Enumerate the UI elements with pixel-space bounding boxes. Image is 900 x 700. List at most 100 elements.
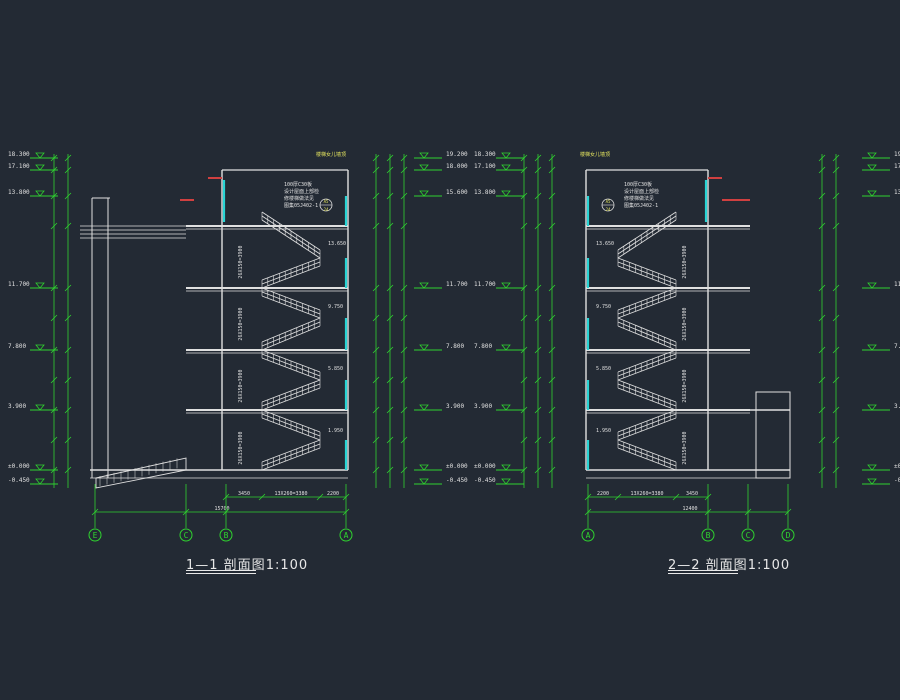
section_1-right-elev-marker <box>419 464 429 471</box>
section_2-dim-tick <box>534 166 542 174</box>
section_2-right-elev-marker <box>867 478 877 485</box>
section_1-left-elev-marker <box>35 344 45 351</box>
section_1-flight-dim: 26X150=3900 <box>238 431 244 464</box>
section_2-left-elev-label: 13.800 <box>474 189 496 196</box>
section_2-dim-tick <box>548 346 556 354</box>
section_1-axis-bubble <box>179 528 193 542</box>
section_2-landing-elev: 1.950 <box>596 428 611 434</box>
section_1-axis-tick <box>182 508 190 516</box>
section_2-dim-tick <box>832 166 840 174</box>
section_2-left-elev-marker <box>501 190 511 197</box>
section_1-axis-bubble <box>88 528 102 542</box>
section_1-dim-tick <box>372 346 380 354</box>
section_2-left-elev-marker <box>501 478 511 485</box>
section_2-dim-tick <box>534 222 542 230</box>
section_1-landing-elev: 9.750 <box>328 304 343 310</box>
section_2-dim-tick <box>534 192 542 200</box>
section_2-dim-tick <box>520 166 528 174</box>
section_2-roof-note: 楼梯女儿墙顶 <box>580 151 610 158</box>
section_1-dim-tick <box>50 436 58 444</box>
section_1-stair-note: 设计屋面上部检 <box>284 188 319 195</box>
section-1-title-underline <box>186 570 256 571</box>
section_2-right-elev-label: ±0.000 <box>894 463 900 470</box>
section_1-left-elev-label: ±0.000 <box>8 463 30 470</box>
section_2-dim-tick <box>832 314 840 322</box>
section_2-dim-tick <box>818 166 826 174</box>
section_2-dim-tick <box>548 192 556 200</box>
section_2-dim-tick <box>520 222 528 230</box>
section_1-left-elev-label: 3.900 <box>8 403 26 410</box>
section_2-stair-note: 设计屋面上部检 <box>624 188 659 195</box>
section_1-left-elev-label: 17.100 <box>8 163 30 170</box>
section_2-dim-tick <box>520 346 528 354</box>
section_1-axis-tick <box>91 508 99 516</box>
section_1-dim-tick <box>64 222 72 230</box>
section_2-left-elev-marker <box>501 464 511 471</box>
section_1-dim-tick <box>64 406 72 414</box>
section_2-dim-tick <box>818 436 826 444</box>
section_2-left-elev-marker <box>501 282 511 289</box>
section_2-landing-elev: 9.750 <box>596 304 611 310</box>
section_1-axis-tick <box>342 508 350 516</box>
section_2-right-elev-label: 13.800 <box>894 189 900 196</box>
section_2-axis-label: D <box>786 531 791 540</box>
section_1-left-elev-marker <box>35 404 45 411</box>
section_1-left-elev-marker <box>35 152 45 159</box>
section_2-right-elev-label: 17.100 <box>894 163 900 170</box>
section_2-right-elev-label: 7.800 <box>894 343 900 350</box>
section_2-detail-bubble-ref: A5 <box>606 199 611 204</box>
section_2-axis-bubble <box>741 528 755 542</box>
section_1-dim-tick <box>386 284 394 292</box>
section_2-axis-label: B <box>706 531 711 540</box>
section_2-dim-tick <box>548 466 556 474</box>
section_1-dim-tick <box>50 406 58 414</box>
section_1-right-elev-marker <box>419 478 429 485</box>
section_2-span-dim: 2200 <box>597 491 609 497</box>
section_2-dim-tick <box>520 314 528 322</box>
section_1-dim-tick <box>386 466 394 474</box>
section_1-right-elev-label: -0.450 <box>446 477 468 484</box>
section_1-dim-tick <box>372 154 380 162</box>
section_2-left-elev-label: -0.450 <box>474 477 496 484</box>
section_1-flight-dim: 26X150=3900 <box>238 307 244 340</box>
section_1-span-tick <box>316 493 324 501</box>
section_2-dim-tick <box>818 192 826 200</box>
section_2-dim-tick <box>520 284 528 292</box>
section_1-landing-elev: 1.950 <box>328 428 343 434</box>
section_1-span-dim: 3450 <box>238 491 250 497</box>
section_2-axis-bubble <box>581 528 595 542</box>
section_1-dim-tick <box>50 376 58 384</box>
section-1-scale: 1:100 <box>265 558 309 573</box>
section_2-dim-tick <box>832 222 840 230</box>
section_1-dim-tick <box>50 166 58 174</box>
section_2-left-elev-marker <box>501 404 511 411</box>
section_1-dim-tick <box>64 154 72 162</box>
section_1-dim-tick <box>400 284 408 292</box>
section_1-left-elev-label: 18.300 <box>8 151 30 158</box>
section_1-dim-tick <box>64 166 72 174</box>
section_2-dim-tick <box>818 222 826 230</box>
section_1-dim-tick <box>400 154 408 162</box>
section_1-dim-tick <box>386 406 394 414</box>
section_2-detail-bubble-sheet: 24 <box>606 207 611 212</box>
section_1-right-elev-marker <box>419 164 429 171</box>
section_1-dim-tick <box>64 376 72 384</box>
section_1-dim-tick <box>50 222 58 230</box>
section_2-landing-elev: 5.850 <box>596 366 611 372</box>
section_1-left-elev-label: 11.700 <box>8 281 30 288</box>
section-2-title-underline <box>668 570 738 571</box>
section_2-axis-bubble <box>781 528 795 542</box>
section_1-dim-tick <box>50 284 58 292</box>
section_1-left-elev-marker <box>35 282 45 289</box>
section_2-axis-tick <box>584 508 592 516</box>
section_1-right-elev-marker <box>419 404 429 411</box>
section_2-dim-tick <box>548 436 556 444</box>
section_1-right-elev-label: 18.000 <box>446 163 468 170</box>
section_2-flight-dim: 26X150=3900 <box>682 245 688 278</box>
section_2-stair-note: 图集05J402-1 <box>624 202 658 209</box>
section_1-right-elev-label: 3.900 <box>446 403 464 410</box>
section_2-left-elev-marker <box>501 164 511 171</box>
section_2-span-dim: 13X260=3380 <box>630 491 663 497</box>
section_1-dim-tick <box>64 192 72 200</box>
section_2-dim-tick <box>520 376 528 384</box>
